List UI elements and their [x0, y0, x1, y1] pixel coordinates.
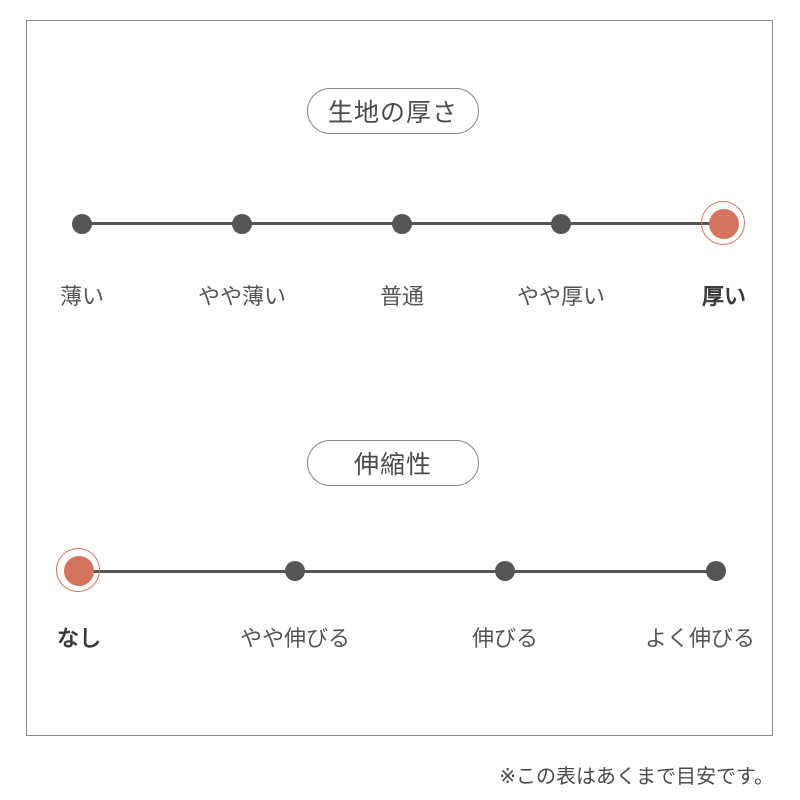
- thickness-label-4: やや厚い: [516, 285, 605, 310]
- stretch-dot-2: [285, 561, 305, 581]
- chart-frame: [26, 20, 773, 736]
- thickness-dot-3: [392, 214, 412, 234]
- stretch-dot-4: [706, 561, 726, 581]
- stretch-label-2: やや伸びる: [239, 627, 350, 652]
- thickness-dot-selected: [701, 201, 745, 245]
- thickness-label-1: 薄い: [59, 285, 104, 310]
- thickness-label-selected: 厚い: [701, 285, 746, 310]
- footnote: ※この表はあくまで目安です。: [499, 764, 774, 788]
- thickness-dot-2: [232, 214, 252, 234]
- stretch-label-selected: なし: [56, 627, 101, 652]
- stretch-label-3: 伸びる: [471, 627, 538, 652]
- stretch-label-4: よく伸びる: [644, 627, 755, 652]
- thickness-label-2: やや薄い: [197, 285, 286, 310]
- thickness-title: 生地の厚さ: [307, 88, 479, 134]
- stretch-title: 伸縮性: [307, 440, 479, 486]
- thickness-dot-1: [72, 214, 92, 234]
- stretch-dot-3: [495, 561, 515, 581]
- thickness-label-3: 普通: [379, 285, 424, 310]
- thickness-dot-4: [551, 214, 571, 234]
- stretch-scale-track: [79, 570, 716, 573]
- stretch-dot-selected: [56, 548, 100, 592]
